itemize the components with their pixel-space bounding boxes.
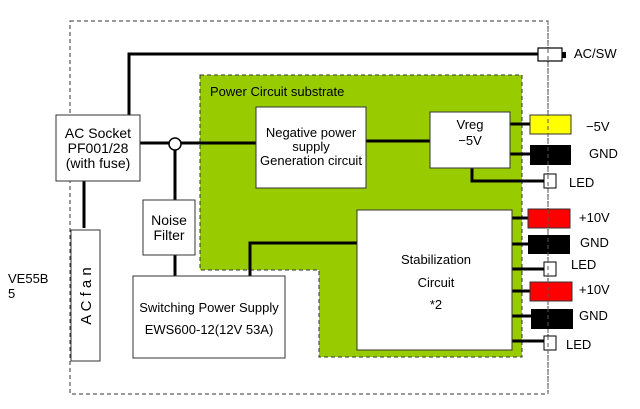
vreg-line1: Vreg	[457, 117, 484, 132]
ac-socket-block	[55, 114, 141, 182]
noise-filter-line1: Noise	[151, 212, 187, 228]
vreg-block	[429, 111, 511, 169]
junction-node	[168, 137, 182, 151]
terminal-plus10v-b	[529, 281, 573, 302]
stabilization-line3: *2	[430, 297, 442, 312]
ac-switch-nub	[562, 52, 566, 58]
label-gnd2: GND	[580, 235, 609, 250]
ac-fan-label: A C f a n	[78, 267, 95, 325]
noise-filter-line2: Filter	[153, 227, 184, 243]
noise-filter-block	[142, 199, 196, 256]
negative-supply-line2: supply	[292, 139, 330, 154]
label-gnd1: GND	[589, 146, 618, 161]
label-minus5v: −5V	[586, 119, 610, 134]
stabilization-block	[356, 209, 513, 351]
psu-line1: Switching Power Supply	[139, 300, 279, 315]
terminal-gnd1	[530, 145, 571, 165]
enclosure-label-line2: 5	[8, 286, 15, 301]
ac-socket-line1: AC Socket	[65, 125, 131, 141]
ac-socket-line2: PF001/28	[68, 140, 129, 156]
ac-fan-block	[70, 229, 101, 362]
wire-psu-stabilization	[248, 241, 357, 276]
label-plus10v-b: +10V	[579, 282, 610, 297]
enclosure-label-line1: VE55B	[8, 271, 48, 286]
switching-psu-block	[132, 275, 286, 359]
label-led3: LED	[566, 337, 591, 352]
ac-switch-terminal	[537, 47, 563, 62]
negative-supply-line3: Generation circuit	[260, 153, 362, 168]
wire-ac-sw	[127, 52, 540, 115]
label-led1: LED	[569, 175, 594, 190]
stabilization-line2: Circuit	[418, 275, 455, 290]
terminal-plus10v-a	[527, 208, 571, 229]
negative-supply-line1: Negative power	[266, 125, 357, 140]
negative-supply-block	[255, 106, 367, 189]
psu-line2: EWS600-12(12V 53A)	[145, 322, 274, 337]
led3-indicator	[543, 335, 557, 351]
vreg-line2: −5V	[458, 133, 482, 148]
terminal-gnd2	[528, 235, 570, 254]
terminal-minus5v	[529, 114, 572, 135]
substrate-label: Power Circuit substrate	[210, 84, 344, 99]
led1-indicator	[543, 173, 557, 189]
label-gnd3: GND	[579, 308, 608, 323]
led2-indicator	[543, 261, 557, 277]
label-led2: LED	[571, 257, 596, 272]
stabilization-line1: Stabilization	[401, 252, 471, 267]
label-plus10v-a: +10V	[579, 210, 610, 225]
wire-vreg-led	[470, 168, 544, 183]
ac-socket-line3: (with fuse)	[66, 155, 131, 171]
terminal-gnd3	[531, 309, 573, 329]
label-ac-sw: AC/SW	[574, 46, 617, 61]
